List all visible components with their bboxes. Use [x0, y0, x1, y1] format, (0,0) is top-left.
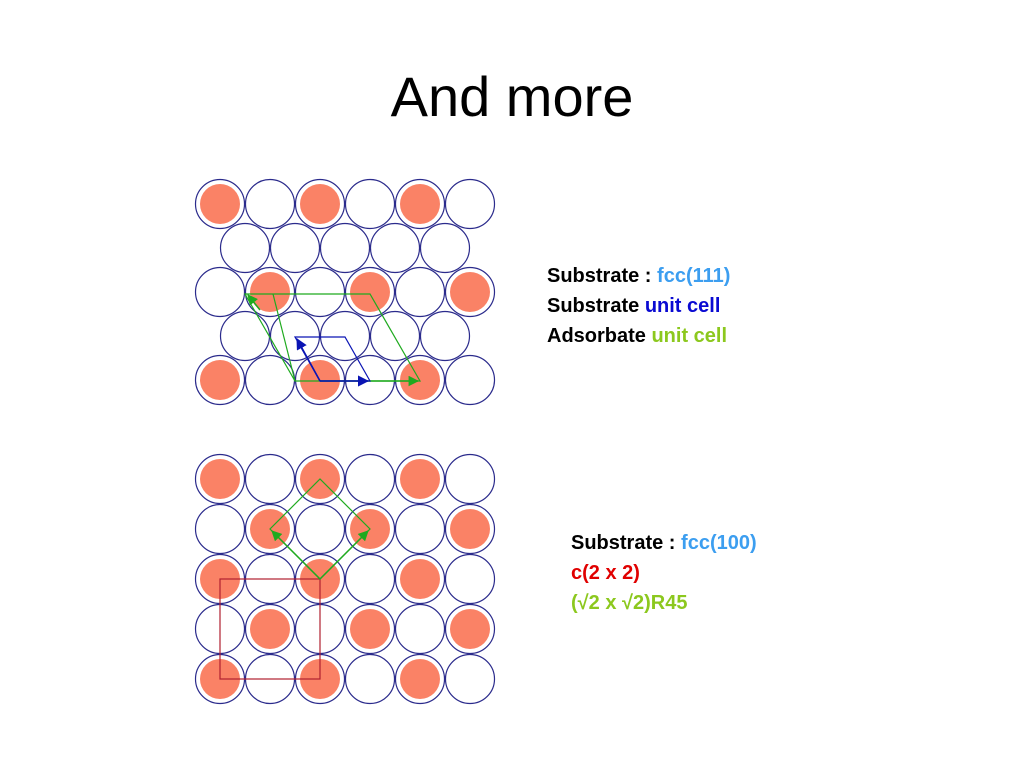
- fcc100-substrate-atom: [194, 503, 246, 555]
- fcc100-substrate-atom: [344, 553, 396, 605]
- fcc111-adsorbate-atom: [200, 360, 240, 400]
- fcc111-substrate-atom: [444, 354, 496, 406]
- fcc111-adsorbate-vector-b: [272, 293, 296, 382]
- fcc100-substrate-atom: [394, 603, 446, 655]
- fcc111-atoms: [194, 178, 496, 406]
- fcc100-adsorbate-atom: [350, 609, 390, 649]
- fcc100-label: fcc(100): [681, 532, 757, 554]
- fcc111-substrate-atom: [244, 354, 296, 406]
- fcc111-substrate-atom: [419, 222, 471, 274]
- fcc111-adsorbate-atom: [400, 184, 440, 224]
- fcc111-substrate-vector-b: [296, 338, 321, 382]
- substrate-unit-cell-prefix: Substrate: [547, 295, 645, 317]
- adsorbate-unit-cell-label: unit cell: [651, 325, 728, 347]
- r45-label: (√2 x √2)R45: [571, 592, 688, 614]
- fcc100-adsorbate-atom: [400, 559, 440, 599]
- fcc111-adsorbate-atom: [350, 272, 390, 312]
- fcc111-label: fcc(111): [657, 265, 731, 287]
- fcc111-adsorbate-atom: [300, 184, 340, 224]
- fcc111-legend: Substrate : fcc(111) Substrate unit cell…: [547, 261, 730, 351]
- fcc100-substrate-atom: [444, 553, 496, 605]
- r45-vector-b: [271, 530, 321, 580]
- fcc100-atoms: [194, 453, 496, 705]
- c2x2-label: c(2 x 2): [571, 562, 640, 584]
- fcc111-substrate-atom: [244, 178, 296, 230]
- adsorbate-unit-cell-prefix: Adsorbate: [547, 325, 652, 347]
- fcc100-adsorbate-atom: [200, 459, 240, 499]
- fcc100-adsorbate-atom: [250, 609, 290, 649]
- c2x2-unit-cell: [219, 578, 321, 680]
- fcc111-legend-substrate-line: Substrate : fcc(111): [547, 261, 730, 291]
- fcc111-adsorbate-atom: [200, 184, 240, 224]
- fcc111-adsorbate-atom: [450, 272, 490, 312]
- fcc111-substrate-atom: [194, 266, 246, 318]
- fcc111-adsorbate-atom: [250, 272, 290, 312]
- fcc111-substrate-atom: [294, 266, 346, 318]
- fcc111-adsorbate-vector-b-head: [247, 294, 261, 311]
- fcc100-substrate-atom: [244, 453, 296, 505]
- fcc111-substrate-atom: [369, 222, 421, 274]
- fcc100-adsorbate-atom: [400, 659, 440, 699]
- fcc111-substrate-atom: [219, 222, 271, 274]
- fcc111-substrate-atom: [269, 222, 321, 274]
- fcc111-legend-adsorbate-cell-line: Adsorbate unit cell: [547, 321, 730, 351]
- fcc100-substrate-atom: [344, 653, 396, 705]
- fcc100-substrate-atom: [344, 453, 396, 505]
- fcc111-lattice-diagram: [194, 178, 496, 406]
- fcc100-substrate-atom: [444, 653, 496, 705]
- fcc100-substrate-atom: [294, 503, 346, 555]
- fcc111-substrate-atom: [394, 266, 446, 318]
- fcc111-substrate-atom: [219, 310, 271, 362]
- fcc100-legend: Substrate : fcc(100) c(2 x 2) (√2 x √2)R…: [571, 528, 757, 618]
- fcc100-lattice-diagram: [194, 453, 496, 705]
- fcc100-legend-substrate-line: Substrate : fcc(100): [571, 528, 757, 558]
- fcc111-substrate-atom: [319, 310, 371, 362]
- fcc111-substrate-atom: [344, 178, 396, 230]
- fcc100-adsorbate-atom: [400, 459, 440, 499]
- slide-title: And more: [390, 65, 634, 128]
- fcc100-substrate-atom: [394, 503, 446, 555]
- fcc100-substrate-atom: [444, 453, 496, 505]
- substrate-unit-cell-label: unit cell: [644, 295, 721, 317]
- r45-vector-a: [319, 530, 369, 580]
- fcc100-adsorbate-atom: [450, 509, 490, 549]
- fcc111-substrate-atom: [269, 310, 321, 362]
- fcc111-substrate-atom: [444, 178, 496, 230]
- fcc100-adsorbate-atom: [450, 609, 490, 649]
- fcc111-legend-substrate-cell-line: Substrate unit cell: [547, 291, 730, 321]
- fcc111-substrate-atom: [369, 310, 421, 362]
- fcc111-substrate-atom: [419, 310, 471, 362]
- substrate-label: Substrate :: [547, 265, 658, 287]
- substrate-label: Substrate :: [571, 532, 682, 554]
- fcc111-substrate-atom: [319, 222, 371, 274]
